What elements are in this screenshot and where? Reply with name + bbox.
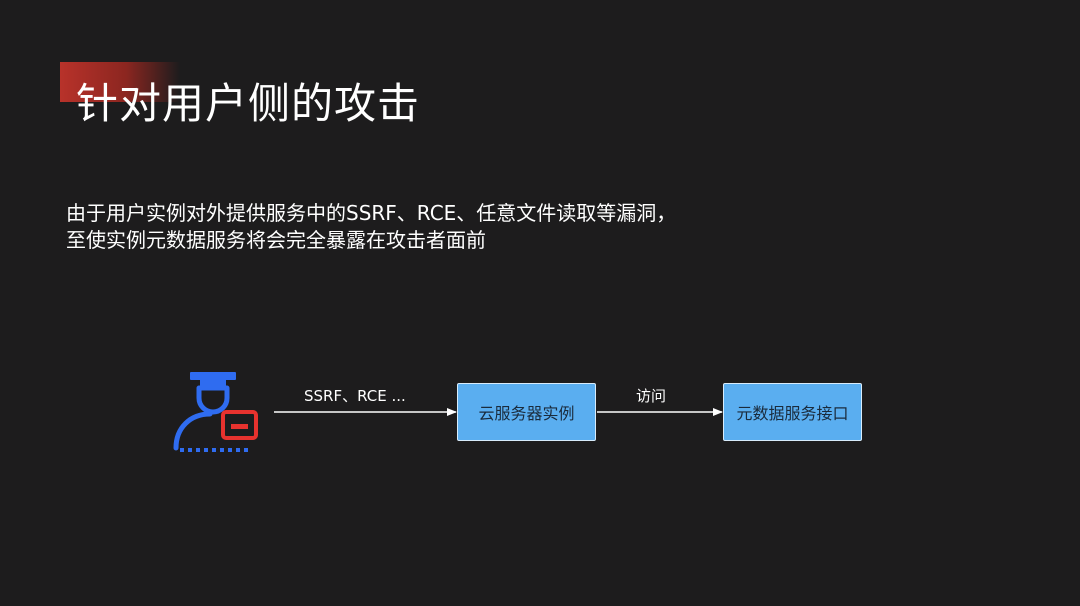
node-cloud-instance: 云服务器实例 xyxy=(457,383,596,441)
node-metadata-service-label: 元数据服务接口 xyxy=(736,404,849,423)
attacker-icon xyxy=(173,372,258,452)
page-title: 针对用户侧的攻击 xyxy=(76,79,421,128)
description-line-2: 至使实例元数据服务将会完全暴露在攻击者面前 xyxy=(66,228,486,252)
description-line-1: 由于用户实例对外提供服务中的SSRF、RCE、任意文件读取等漏洞， xyxy=(66,201,677,225)
node-cloud-instance-label: 云服务器实例 xyxy=(478,404,575,423)
edge-label-access: 访问 xyxy=(636,387,667,405)
node-metadata-service: 元数据服务接口 xyxy=(723,383,862,441)
edge-label-attack: SSRF、RCE ... xyxy=(304,387,406,405)
description: 由于用户实例对外提供服务中的SSRF、RCE、任意文件读取等漏洞， 至使实例元数… xyxy=(66,200,966,254)
title-accent-bar xyxy=(60,62,180,102)
